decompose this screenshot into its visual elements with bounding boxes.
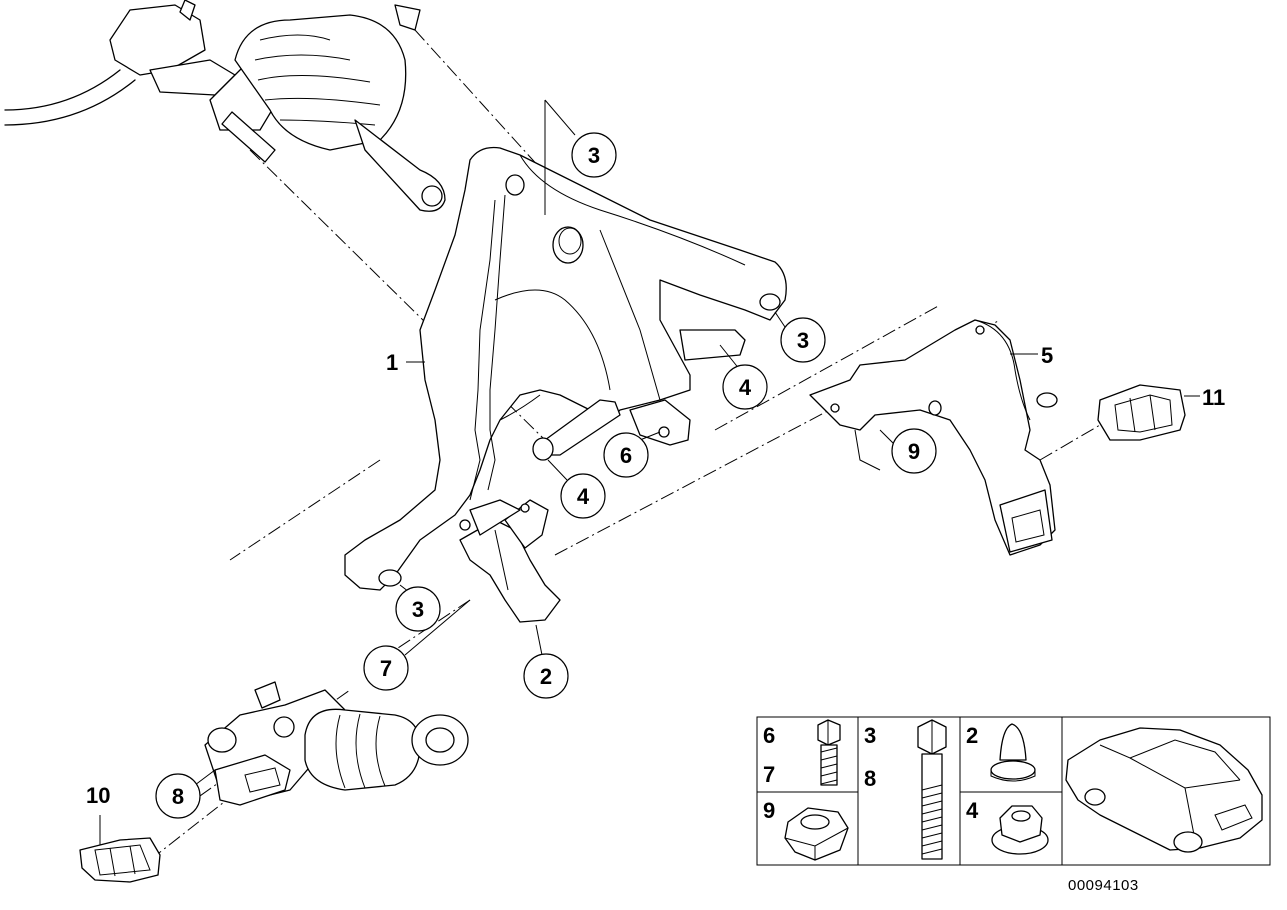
legend-8: 8 xyxy=(864,766,876,791)
mounting-plate xyxy=(809,319,1058,556)
legend-6: 6 xyxy=(763,723,775,748)
pedal-sensor-assembly xyxy=(204,681,469,806)
legend-3: 3 xyxy=(864,723,876,748)
car-silhouette-icon xyxy=(1065,727,1263,853)
svg-text:9: 9 xyxy=(908,439,920,464)
label-5: 5 xyxy=(1041,343,1053,368)
callout-4-upper: 4 xyxy=(722,364,768,410)
clevis-bracket xyxy=(459,499,561,623)
brake-booster-assembly xyxy=(4,0,446,212)
legend-9: 9 xyxy=(763,798,775,823)
clip-right xyxy=(1097,384,1186,441)
svg-text:4: 4 xyxy=(577,484,590,509)
callout-3-top: 3 xyxy=(571,132,617,178)
svg-text:3: 3 xyxy=(797,328,809,353)
svg-text:6: 6 xyxy=(620,443,632,468)
callout-4-lower: 4 xyxy=(560,473,606,519)
svg-text:3: 3 xyxy=(412,597,424,622)
svg-text:8: 8 xyxy=(172,784,184,809)
legend-4: 4 xyxy=(966,798,979,823)
legend-2: 2 xyxy=(966,723,978,748)
nut-icon xyxy=(784,807,849,861)
callout-3-right: 3 xyxy=(780,317,826,363)
callout-8: 8 xyxy=(155,773,201,819)
legend-7: 7 xyxy=(763,762,775,787)
callout-9: 9 xyxy=(891,428,937,474)
label-10: 10 xyxy=(86,783,110,808)
callout-3-lower: 3 xyxy=(395,586,441,632)
label-11: 11 xyxy=(1202,385,1225,410)
svg-text:3: 3 xyxy=(588,143,600,168)
long-bolt-icon xyxy=(917,719,947,860)
drawing-number: 00094103 xyxy=(1068,877,1139,894)
callout-6: 6 xyxy=(603,432,649,478)
flange-nut-icon xyxy=(991,805,1049,855)
callout-2: 2 xyxy=(523,653,569,699)
hardware-legend: 6 7 3 8 2 9 4 xyxy=(756,716,1271,866)
rivet-icon xyxy=(990,723,1036,782)
clip-left xyxy=(79,837,161,883)
svg-text:7: 7 xyxy=(380,656,392,681)
callout-7: 7 xyxy=(363,645,409,691)
leader-lines xyxy=(99,99,1200,845)
svg-text:2: 2 xyxy=(540,664,552,689)
pedal-bracket xyxy=(344,146,787,591)
svg-text:4: 4 xyxy=(739,375,752,400)
label-1: 1 xyxy=(386,350,398,375)
bolt-icon xyxy=(817,719,841,786)
